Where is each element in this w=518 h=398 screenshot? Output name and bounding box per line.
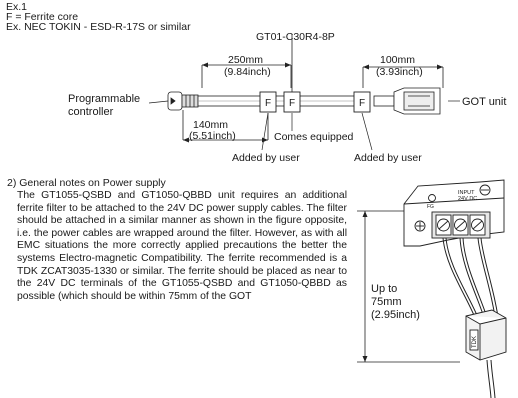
tdk-label: TDK	[472, 336, 478, 348]
fg-mark: FG	[427, 204, 434, 210]
ferrite-example: Ex. NEC TOKIN - ESD-R-17S or similar	[6, 21, 191, 33]
dim-140-inch: (5.51inch)	[189, 130, 236, 142]
added-by-user-right-label: Added by user	[354, 152, 422, 164]
cable-model-label: GT01-C30R4-8P	[256, 31, 335, 43]
ferrite-cores	[259, 91, 371, 113]
ferrite-mark-right: F	[359, 98, 365, 109]
comes-equipped-label: Comes equipped	[274, 131, 354, 143]
terminal-block	[431, 211, 491, 239]
ferrite-legend: F = Ferrite core	[6, 11, 79, 23]
up-to-dimension	[357, 210, 460, 363]
input-label: INPUT	[458, 190, 475, 196]
dim-250-mm: 250mm	[228, 54, 263, 66]
ferrite-core-equipped	[283, 91, 301, 113]
ferrite-mark-left: F	[265, 98, 271, 109]
up-to-line1: Up to	[371, 283, 397, 295]
label-leaders	[148, 100, 460, 151]
ferrite-core-user-right	[353, 91, 371, 113]
up-to-line2: 75mm	[371, 296, 402, 308]
section-body: The GT1055-QSBD and GT1050-QBBD unit req…	[17, 190, 347, 302]
fg-terminal-icon	[428, 194, 436, 202]
got-unit-label: GOT unit	[462, 96, 506, 108]
ferrite-core-user-left	[259, 91, 277, 113]
ferrite-mark-equipped: F	[289, 98, 295, 109]
dim-100-inch: (3.93inch)	[376, 66, 423, 78]
dim-100-mm: 100mm	[380, 54, 415, 66]
plc-label-line2: controller	[68, 106, 114, 118]
input-voltage-label: 24V DC	[458, 196, 477, 202]
dim-140-mm: 140mm	[193, 119, 228, 131]
added-by-user-left-label: Added by user	[232, 152, 300, 164]
plc-label-line1: Programmable	[68, 93, 140, 105]
example-number: Ex.1	[6, 1, 28, 13]
dim-250-inch: (9.84inch)	[224, 66, 271, 78]
cable-ferrite-diagram: GT01-C30R4-8P 250mm (9.84inch) 100mm (3.…	[68, 31, 506, 164]
up-to-arrows	[362, 211, 368, 362]
up-to-line3: (2.95inch)	[371, 309, 420, 321]
ferrite-filter	[465, 309, 507, 361]
dimension-lines	[182, 34, 444, 141]
section-heading: 2) General notes on Power supply	[7, 177, 166, 189]
